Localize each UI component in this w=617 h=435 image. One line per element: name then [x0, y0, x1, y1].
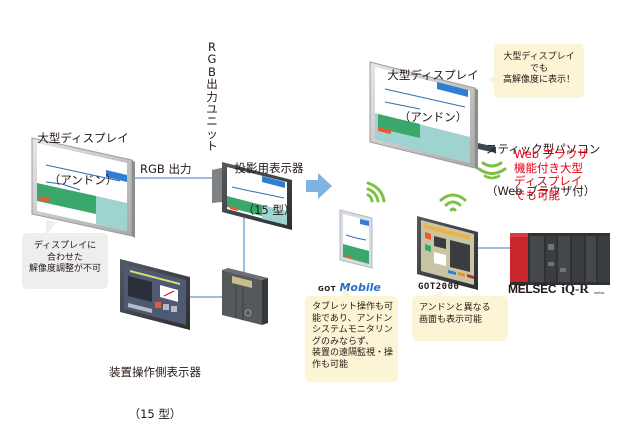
stick-pc-label: スティック型パソコン （Web ブラウザ付）	[486, 114, 616, 212]
wifi-icon-display	[477, 161, 507, 180]
melsec-logo: MELSEC iQ-R series	[508, 278, 604, 297]
connector-lines	[132, 177, 510, 298]
rgb-unit-label-char: 出	[206, 77, 218, 92]
stick-pc-label-line1: スティック型パソコン	[486, 142, 601, 156]
rgb-unit-label-char: 力	[206, 89, 218, 104]
diagram-graphics	[31, 61, 610, 330]
rgb-unit-label-char: R	[208, 40, 216, 54]
plc-unit	[222, 268, 268, 325]
got2000-note-text: アンドンと異なる 画面も表示可能	[419, 303, 491, 325]
rgb-output-label: RGB 出力	[140, 162, 192, 176]
left-display-title-line1: 大型ディスプレイ	[37, 131, 129, 145]
web-browser-note: Web ブラウザ 機能付き大型 ディスプレイ でも可能	[514, 147, 589, 202]
rgb-unit-label-char: G	[207, 52, 217, 67]
melsec-plc	[510, 233, 610, 285]
left-display-title-line2: （アンドン）	[48, 173, 118, 187]
operation-display	[120, 259, 190, 330]
stick-pc	[478, 143, 496, 153]
got2000-note-bubble: アンドンと異なる 画面も表示可能	[412, 296, 508, 341]
left-note-tail	[46, 220, 56, 236]
projection-display-title-line2: （15 型）	[242, 203, 296, 217]
got-mobile-note-text: タブレット操作も可 能であり、アンドン システムモニタリン グのみならず、 装置…	[312, 302, 394, 370]
rgb-unit-label-char: ッ	[206, 126, 218, 141]
got-mobile-note-bubble: タブレット操作も可 能であり、アンドン システムモニタリン グのみならず、 装置…	[305, 296, 398, 382]
left-large-display	[31, 137, 135, 238]
melsec-logo-iq: iQ-R	[561, 281, 589, 296]
left-display-note-text: ディスプレイに 合わせた 解像度調整が不可	[28, 241, 101, 274]
wifi-icon-got2000	[439, 193, 467, 212]
left-display-note-bubble: ディスプレイに 合わせた 解像度調整が不可	[22, 233, 108, 289]
right-display-note-text: 大型ディスプレイ でも 高解像度に表示！	[502, 52, 575, 85]
got-mobile-logo-prefix: GOT	[318, 285, 336, 293]
arrow-right-icon	[306, 173, 332, 199]
got-mobile-note-tail	[342, 288, 350, 296]
got2000-device	[417, 216, 478, 290]
got-mobile-logo-suffix: Mobile	[339, 281, 381, 294]
operation-display-title: 装置操作側表示器 （15 型）	[100, 337, 210, 435]
wifi-icon-tablet	[366, 181, 386, 203]
rgb-unit-label-char: ニ	[206, 114, 218, 129]
projection-display-title-line1: 投影用表示器	[234, 161, 304, 175]
stick-pc-label-line2: （Web ブラウザ付）	[486, 184, 596, 198]
left-display-title: 大型ディスプレイ （アンドン）	[28, 103, 138, 201]
melsec-logo-main: MELSEC	[508, 282, 557, 296]
right-display-title-line1: 大型ディスプレイ	[387, 68, 479, 82]
operation-display-title-line2: （15 型）	[128, 407, 182, 421]
rgb-unit-label-char: B	[208, 64, 216, 79]
got-mobile-logo: GOT Mobile	[318, 281, 381, 294]
projection-display-title: 投影用表示器 （15 型）	[228, 133, 310, 231]
rgb-unit-label-char: ト	[206, 139, 218, 154]
tablet-device	[339, 209, 373, 269]
rgb-unit-label-char: ユ	[206, 102, 218, 117]
right-display-title-line2: （アンドン）	[398, 110, 468, 124]
operation-display-title-line1: 装置操作側表示器	[109, 365, 201, 379]
right-display-title: 大型ディスプレイ （アンドン）	[378, 40, 488, 138]
right-display-note-bubble: 大型ディスプレイ でも 高解像度に表示！	[494, 44, 584, 98]
projection-display	[222, 162, 292, 230]
got2000-note-tail	[434, 290, 442, 296]
right-large-display	[369, 61, 478, 170]
melsec-logo-sub: series	[594, 291, 605, 295]
got2000-logo: GOT2000	[418, 282, 460, 292]
